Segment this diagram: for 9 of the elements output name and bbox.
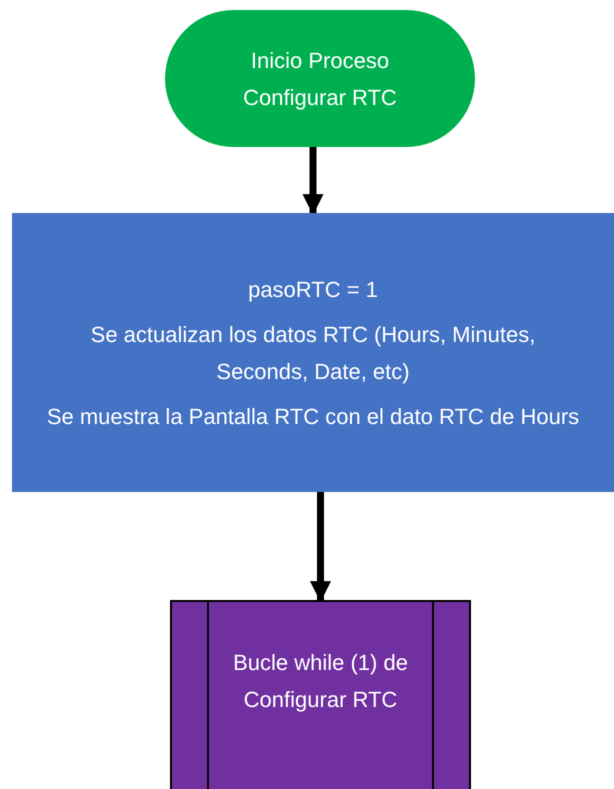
arrow [302,147,324,216]
node-text: Bucle while (1) de Configurar RTC [232,649,409,714]
process-box [12,213,614,492]
arrow [310,492,331,602]
node-text: Se muestra la Pantalla RTC con el dato RTC de Hours [46,402,580,430]
node-text: pasoRTC = 1 [248,276,378,304]
subprocess-box [170,600,471,789]
node-text: Se actualizan los datos RTC (Hours, Minutes, Seconds, Date, etc) [90,320,536,386]
node-text: Inicio Proceso Configurar RTC [242,46,398,112]
